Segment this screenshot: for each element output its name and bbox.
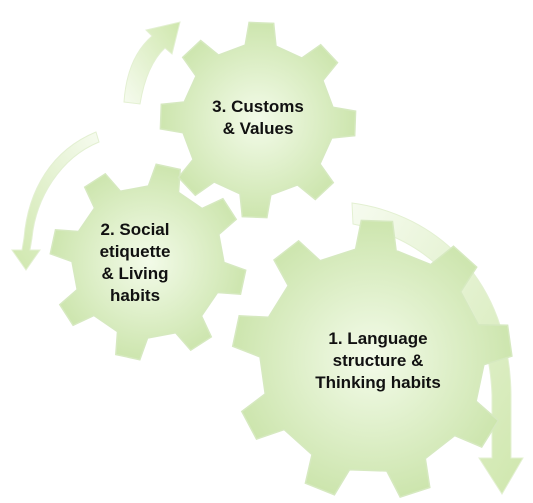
gear-2-social-etiquette: [49, 163, 247, 361]
gear-2-label: 2. Social etiquette & Living habits: [99, 220, 171, 305]
gear-1-label: 1. Language structure & Thinking habits: [315, 329, 441, 392]
curved-arrow-left-middle-icon: [11, 131, 100, 271]
gear-3-customs-values: [159, 21, 357, 219]
gear-3-label: 3. Customs & Values: [212, 97, 304, 138]
gear-1-language-structure: [231, 219, 513, 499]
curved-arrow-left-top-icon: [123, 21, 181, 105]
